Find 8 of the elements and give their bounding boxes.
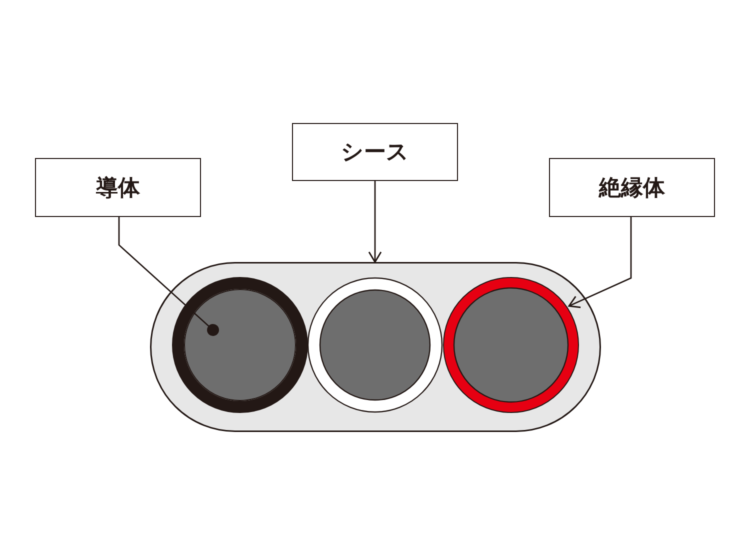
arrow <box>368 181 382 263</box>
label-box: 絶縁体 <box>549 158 715 217</box>
conductor-circle <box>184 289 296 401</box>
leader-line <box>118 217 219 336</box>
insulation-ring <box>443 277 579 413</box>
label-box: 導体 <box>35 158 201 217</box>
label-box: シース <box>292 123 458 181</box>
arrow <box>568 217 632 308</box>
